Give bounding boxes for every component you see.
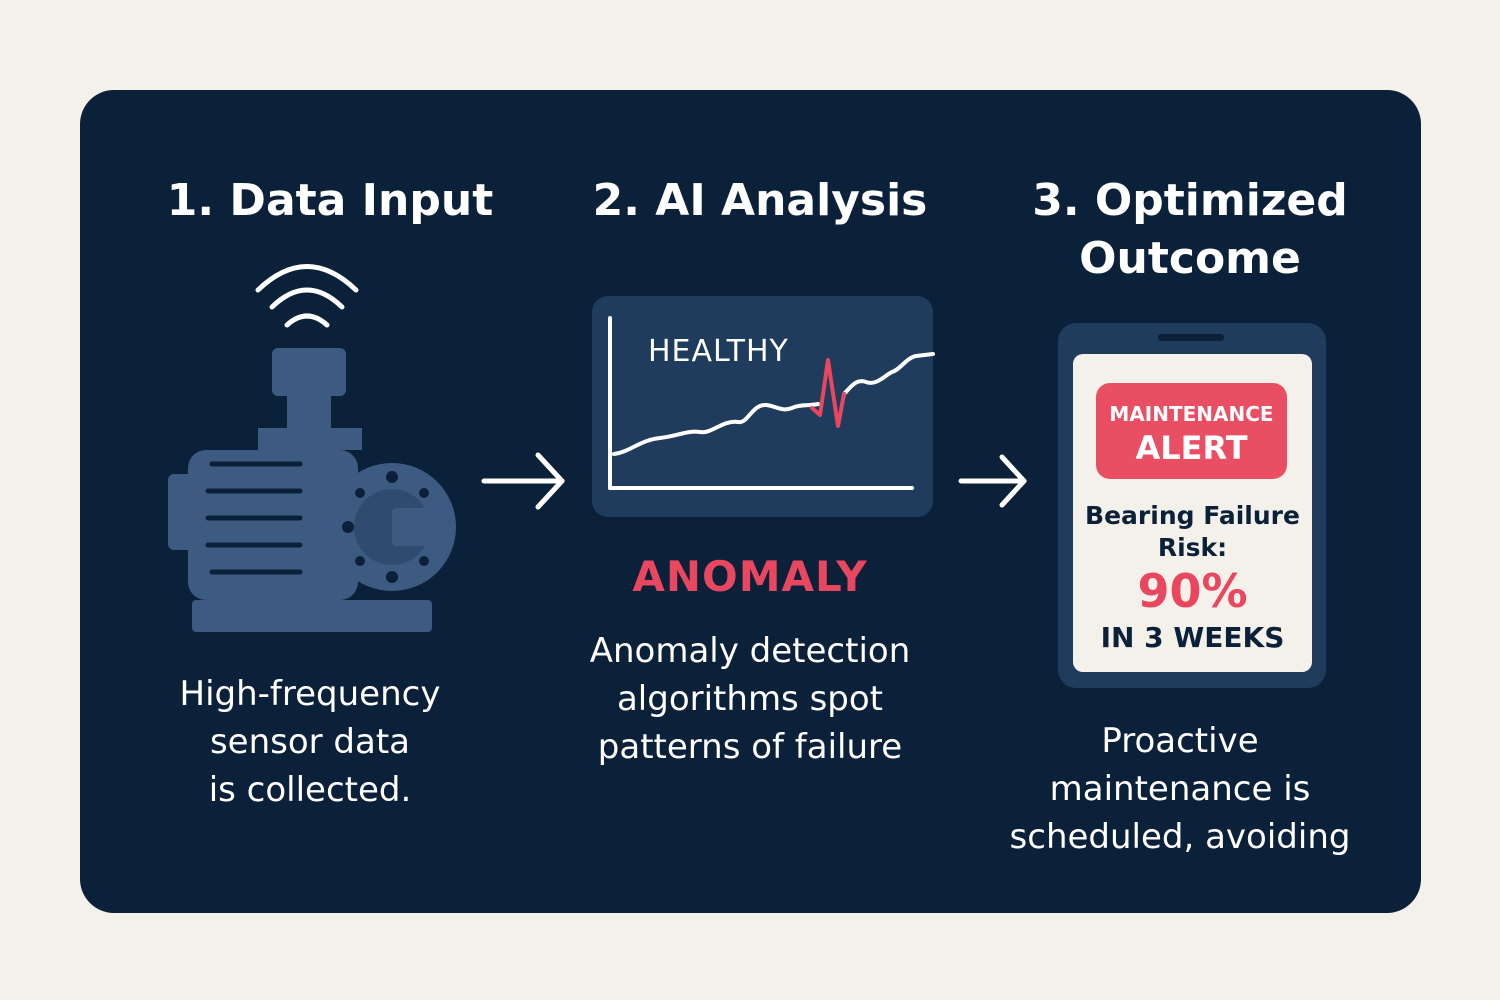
wifi-icon <box>255 264 359 328</box>
anomaly-label: ANOMALY <box>632 552 868 601</box>
step-3-title-line-1: 3. Optimized <box>1032 175 1348 226</box>
anomaly-spike-line <box>810 358 846 428</box>
desc-line: maintenance is <box>1049 769 1311 809</box>
step-2-description: Anomaly detection algorithms spot patter… <box>570 627 930 771</box>
healthy-trend-line <box>612 402 820 456</box>
arrow-right-icon <box>958 454 1027 508</box>
desc-line: Anomaly detection <box>589 631 911 671</box>
step-3-description: Proactive maintenance is scheduled, avoi… <box>990 717 1370 861</box>
maintenance-alert-badge: MAINTENANCE ALERT <box>1096 383 1287 479</box>
desc-line: High-frequency <box>179 674 441 714</box>
post-anomaly-trend-line <box>842 352 935 396</box>
desc-line: is collected. <box>208 770 412 810</box>
step-1-description: High-frequency sensor data is collected. <box>130 670 490 814</box>
desc-line: sensor data <box>209 722 411 762</box>
desc-line: scheduled, avoiding <box>1009 817 1351 857</box>
risk-percentage: 90% <box>1137 564 1248 618</box>
chart-axes <box>608 316 914 490</box>
arrow-right-icon <box>481 452 565 510</box>
alert-line-2: ALERT <box>1135 429 1248 467</box>
step-3-title-line-2: Outcome <box>1079 233 1301 284</box>
risk-timeframe: IN 3 WEEKS <box>1100 621 1285 654</box>
desc-line: algorithms spot <box>616 679 884 719</box>
risk-line-2: Risk: <box>1157 533 1228 562</box>
step-1-title: 1. Data Input <box>166 175 494 226</box>
phone-speaker <box>1158 334 1224 341</box>
motor-details <box>205 461 450 583</box>
desc-line: patterns of failure <box>597 727 903 767</box>
risk-description: Bearing Failure Risk: <box>1076 500 1309 564</box>
alert-line-1: MAINTENANCE <box>1109 402 1274 426</box>
desc-line: Proactive <box>1101 721 1259 761</box>
chart-label: HEALTHY <box>648 334 789 369</box>
step-3-title: 3. Optimized Outcome <box>1010 172 1370 288</box>
risk-line-1: Bearing Failure <box>1085 501 1300 530</box>
step-2-title: 2. AI Analysis <box>592 175 928 226</box>
